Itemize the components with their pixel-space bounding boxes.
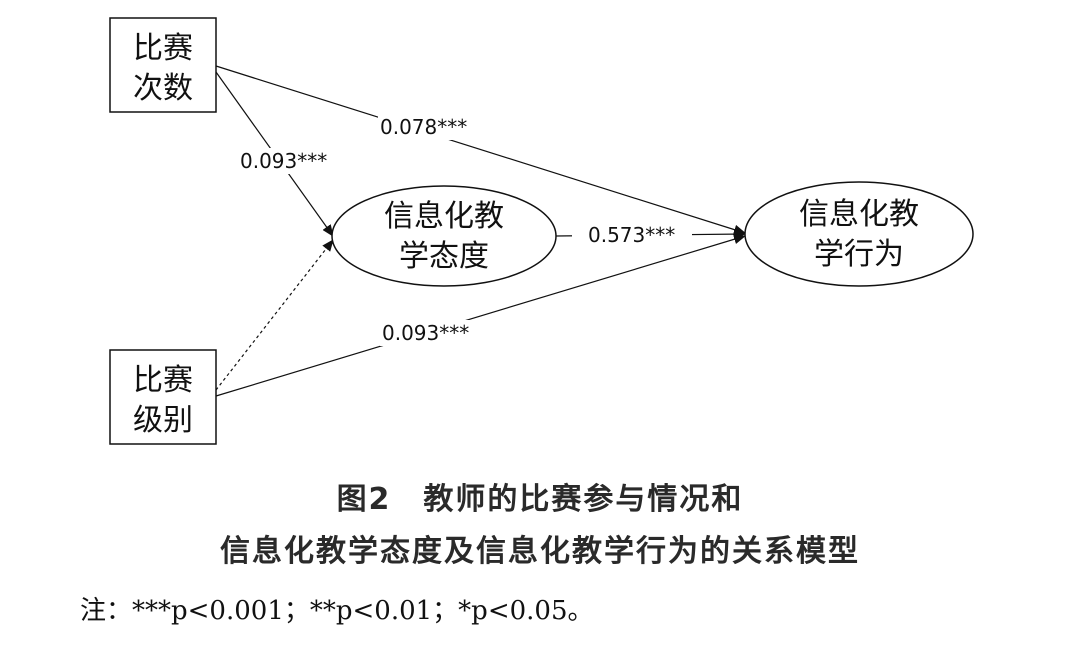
node-competition-level: 比赛 级别 xyxy=(109,349,217,445)
node-competition-count-line1: 比赛 xyxy=(133,31,193,66)
node-teaching-behavior-line2: 学行为 xyxy=(814,237,904,272)
figure-caption-line1: 图2 教师的比赛参与情况和 xyxy=(336,482,744,517)
edge-count-to-behavior xyxy=(215,65,746,235)
node-teaching-attitude-line2: 学态度 xyxy=(399,239,489,274)
node-teaching-attitude: 信息化教 学态度 xyxy=(331,185,557,287)
label-attitude-to-behavior: 0.573*** xyxy=(588,223,675,247)
node-competition-level-line2: 级别 xyxy=(133,403,193,438)
significance-note: 注：***p<0.001；**p<0.01；*p<0.05。 xyxy=(80,596,594,626)
label-count-to-behavior: 0.078*** xyxy=(380,115,467,139)
node-teaching-behavior: 信息化教 学行为 xyxy=(744,181,974,287)
edge-level-to-behavior xyxy=(215,234,746,397)
node-competition-count-line2: 次数 xyxy=(133,71,193,106)
figure-caption-line2: 信息化教学态度及信息化教学行为的关系模型 xyxy=(220,534,860,569)
label-count-to-attitude: 0.093*** xyxy=(240,149,327,173)
label-level-to-behavior: 0.093*** xyxy=(382,321,469,345)
node-teaching-behavior-line1: 信息化教 xyxy=(799,197,919,232)
node-competition-count: 比赛 次数 xyxy=(109,17,217,113)
edge-level-to-attitude-dotted xyxy=(215,239,334,391)
node-teaching-attitude-line1: 信息化教 xyxy=(384,199,504,234)
node-competition-level-line1: 比赛 xyxy=(133,363,193,398)
